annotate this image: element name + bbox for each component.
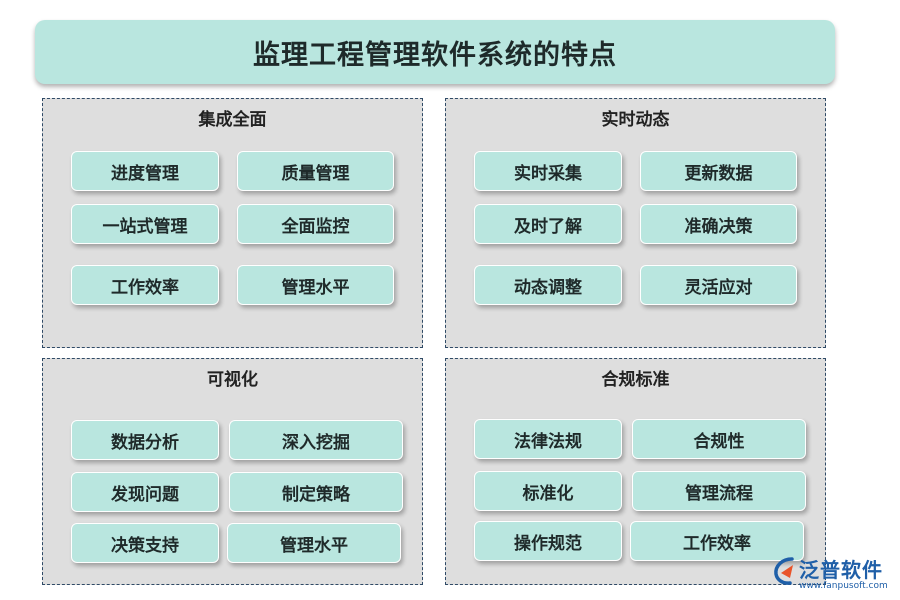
logo-name: 泛普软件 (799, 558, 883, 582)
feature-chip: 准确决策 (640, 204, 797, 244)
panel-title: 实时动态 (601, 110, 670, 130)
feature-chip: 管理流程 (632, 471, 806, 511)
feature-chip: 实时采集 (474, 151, 622, 191)
logo-url: www.fanpusoft.com (799, 581, 888, 591)
feature-chip: 动态调整 (474, 265, 622, 305)
feature-chip: 深入挖掘 (229, 420, 403, 460)
panel-title: 集成全面 (198, 110, 267, 130)
panel-integrated: 集成全面 进度管理 质量管理 一站式管理 全面监控 工作效率 管理水平 (42, 98, 423, 348)
feature-chip: 工作效率 (630, 521, 804, 561)
panel-title: 可视化 (207, 370, 258, 390)
feature-chip: 决策支持 (71, 523, 219, 563)
panel-compliance: 合规标准 法律法规 合规性 标准化 管理流程 操作规范 工作效率 (445, 358, 826, 585)
feature-chip: 一站式管理 (71, 204, 219, 244)
fanpu-logo-icon (774, 557, 794, 585)
feature-chip: 及时了解 (474, 204, 622, 244)
feature-chip: 法律法规 (474, 419, 622, 459)
panel-title: 合规标准 (601, 370, 670, 390)
feature-chip: 合规性 (632, 419, 806, 459)
panel-visualization: 可视化 数据分析 深入挖掘 发现问题 制定策略 决策支持 管理水平 (42, 358, 423, 585)
feature-chip: 全面监控 (237, 204, 394, 244)
feature-chip: 标准化 (474, 471, 622, 511)
feature-chip: 管理水平 (227, 523, 401, 563)
feature-chip: 制定策略 (229, 472, 403, 512)
feature-chip: 工作效率 (71, 265, 219, 305)
page-title: 监理工程管理软件系统的特点 (35, 20, 835, 84)
feature-chip: 灵活应对 (640, 265, 797, 305)
feature-chip: 管理水平 (237, 265, 394, 305)
panel-realtime: 实时动态 实时采集 更新数据 及时了解 准确决策 动态调整 灵活应对 (445, 98, 826, 348)
feature-chip: 进度管理 (71, 151, 219, 191)
feature-chip: 更新数据 (640, 151, 797, 191)
feature-chip: 操作规范 (474, 521, 622, 561)
feature-chip: 发现问题 (71, 472, 219, 512)
brand-logo: 泛普软件 www.fanpusoft.com (772, 552, 897, 596)
feature-chip: 质量管理 (237, 151, 394, 191)
feature-chip: 数据分析 (71, 420, 219, 460)
